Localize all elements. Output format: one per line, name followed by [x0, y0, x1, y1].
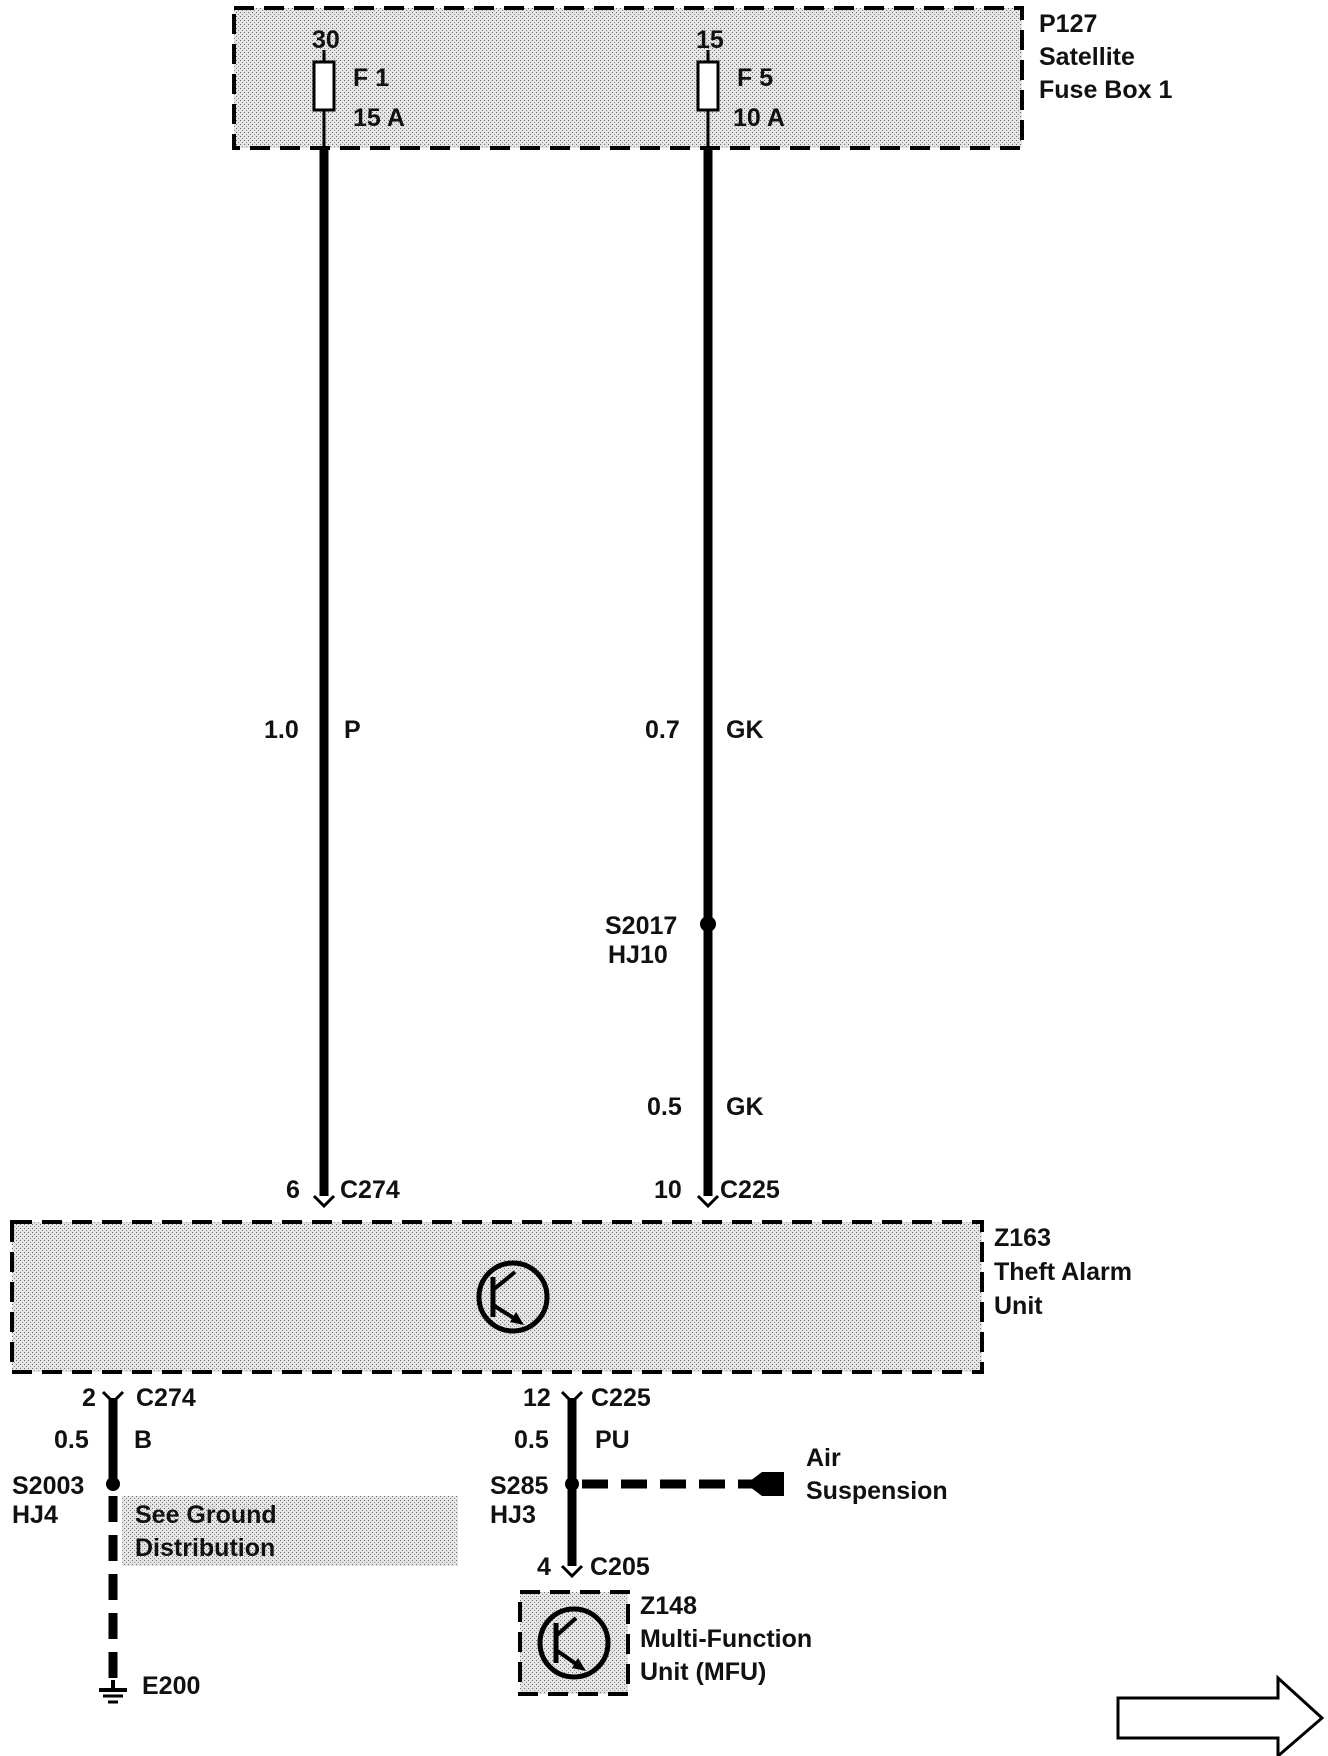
- connector-c225-top: 10 C225: [654, 1176, 780, 1209]
- ground-note-line2: Distribution: [135, 1534, 275, 1562]
- connector-c274-bottom: 2 C274: [82, 1384, 196, 1412]
- theft-alarm-name-line2: Unit: [994, 1292, 1043, 1320]
- wire-right-upper-gauge: 0.7: [645, 716, 680, 744]
- next-page-arrow-icon[interactable]: [1116, 1674, 1325, 1756]
- splice-s2003-dot: [106, 1477, 120, 1491]
- mfu-id: Z148: [640, 1592, 697, 1620]
- theft-alarm-unit: Z163 Theft Alarm Unit: [10, 1220, 1132, 1374]
- wire-bottom-right-color: PU: [595, 1426, 630, 1454]
- ground-distribution-note: See Ground Distribution: [122, 1496, 458, 1566]
- connector-c225-top-id: C225: [720, 1176, 780, 1204]
- connector-c205-id: C205: [590, 1553, 650, 1581]
- fuse-f5-name: F 5: [737, 64, 773, 92]
- air-suspension-line2: Suspension: [806, 1477, 948, 1505]
- ground-e200: E200: [99, 1672, 200, 1704]
- splice-s285-id: S285: [490, 1472, 548, 1500]
- fuse-f1-icon: [312, 60, 336, 112]
- connector-c225-bottom: 12 C225: [523, 1384, 651, 1412]
- mfu-name-line1: Multi-Function: [640, 1625, 812, 1653]
- wire-right-upper-color: GK: [726, 716, 764, 744]
- ground-icon: [99, 1680, 127, 1704]
- fuse-f1: 30 F 1 15 A: [312, 26, 405, 150]
- fuse-box-id: P127: [1039, 10, 1097, 38]
- splice-s285-dot: [565, 1477, 579, 1491]
- wire-right-lower-color: GK: [726, 1093, 764, 1121]
- air-suspension-line1: Air: [806, 1444, 841, 1472]
- wire-left-upper-gauge: 1.0: [264, 716, 299, 744]
- mfu-name-line2: Unit (MFU): [640, 1658, 766, 1686]
- splice-s2017-id: S2017: [605, 912, 677, 940]
- multi-function-unit: Z148 Multi-Function Unit (MFU): [518, 1590, 812, 1696]
- fuse-box-name-line1: Satellite: [1039, 43, 1135, 71]
- splice-s2003-loc: HJ4: [12, 1501, 58, 1529]
- transistor-icon: [476, 1260, 550, 1334]
- connector-c274-bottom-pin: 2: [82, 1384, 96, 1412]
- fuse-box-p127: P127 Satellite Fuse Box 1 30 F 1 15 A 15…: [232, 6, 1172, 150]
- ground-note-line1: See Ground: [135, 1501, 277, 1529]
- connector-c274-top-pin: 6: [286, 1176, 300, 1204]
- wire-left-upper-color: P: [344, 716, 361, 744]
- connector-c274-bottom-id: C274: [136, 1384, 196, 1412]
- wire-bottom-right-gauge: 0.5: [514, 1426, 549, 1454]
- connector-c225-bottom-pin: 12: [523, 1384, 551, 1412]
- connector-c274-top: 6 C274: [286, 1176, 400, 1209]
- ground-e200-id: E200: [142, 1672, 200, 1700]
- fuse-f5: 15 F 5 10 A: [696, 26, 785, 150]
- splice-s2017-loc: HJ10: [608, 941, 668, 969]
- splice-s2003-id: S2003: [12, 1472, 84, 1500]
- connector-c205-pin: 4: [537, 1553, 551, 1581]
- theft-alarm-id: Z163: [994, 1224, 1051, 1252]
- theft-alarm-name-line1: Theft Alarm: [994, 1258, 1132, 1286]
- arrow-left-icon: [746, 1472, 784, 1496]
- fuse-box-name-line2: Fuse Box 1: [1039, 76, 1172, 104]
- transistor-icon-mfu: [537, 1606, 611, 1680]
- fuse-f5-rating: 10 A: [733, 104, 785, 132]
- fuse-f5-icon: [696, 60, 720, 112]
- wire-bottom-left-color: B: [134, 1426, 152, 1454]
- fuse-f1-rating: 15 A: [353, 104, 405, 132]
- connector-c274-top-id: C274: [340, 1176, 400, 1204]
- splice-s285-loc: HJ3: [490, 1501, 536, 1529]
- fuse-f1-terminal: 30: [312, 26, 340, 54]
- connector-c225-bottom-id: C225: [591, 1384, 651, 1412]
- fuse-f5-terminal: 15: [696, 26, 724, 54]
- wire-right-lower-gauge: 0.5: [647, 1093, 682, 1121]
- connector-c225-top-pin: 10: [654, 1176, 682, 1204]
- connector-c205: 4 C205: [537, 1553, 650, 1581]
- wire-bottom-left-gauge: 0.5: [54, 1426, 89, 1454]
- fuse-f1-name: F 1: [353, 64, 389, 92]
